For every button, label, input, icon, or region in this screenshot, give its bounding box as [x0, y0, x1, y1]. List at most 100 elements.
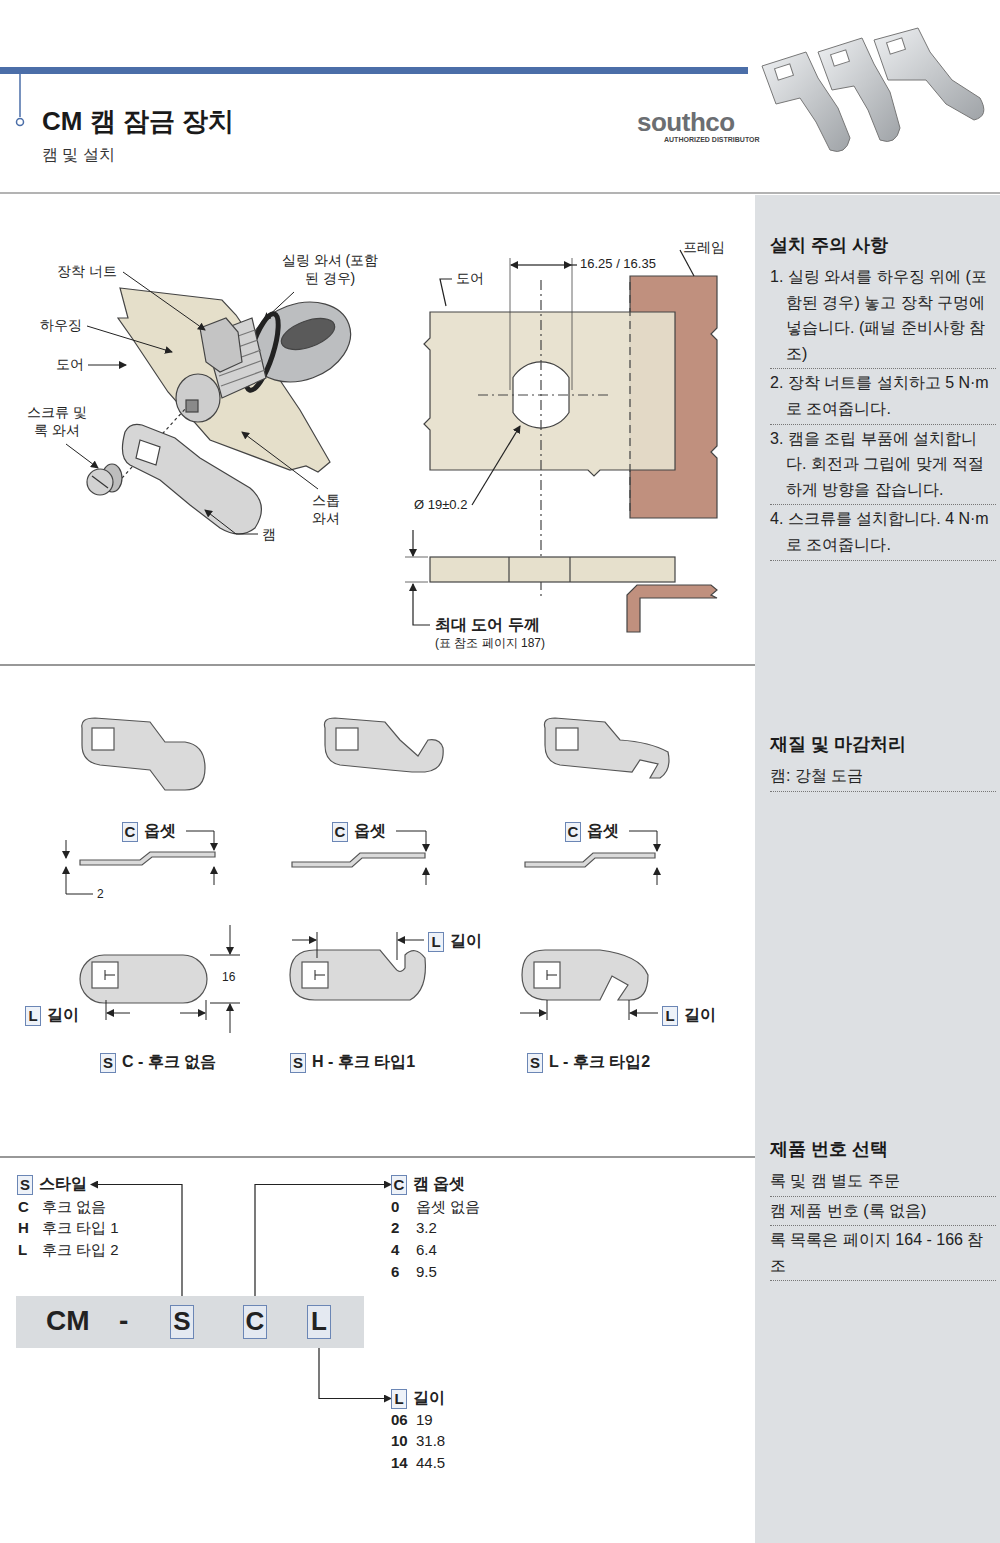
part-label: Ø 19±0.2: [414, 497, 467, 513]
note-item: 1. 실링 와셔를 하우징 위에 (포함된 경우) 놓고 장착 구멍에 넣습니다…: [770, 263, 996, 369]
option-code: H: [18, 1219, 29, 1238]
option-heading: 길이: [684, 1005, 716, 1026]
option-code: 6: [391, 1263, 399, 1282]
option-letter: L: [428, 932, 444, 952]
option-tag: L 길이: [662, 1005, 720, 1026]
option-letter: C: [122, 822, 138, 842]
part-label: 캠 및 설치: [42, 145, 115, 165]
option-heading: 캠 옵셋: [413, 1174, 465, 1195]
option-letter: S: [17, 1175, 33, 1195]
option-code: 3.2: [416, 1219, 437, 1238]
option-tag: L 길이: [391, 1388, 449, 1409]
option-letter: L: [662, 1006, 678, 1026]
option-code: 6.4: [416, 1241, 437, 1260]
option-heading: 스타일: [39, 1174, 87, 1195]
option-tag: C 캠 옵셋: [391, 1174, 469, 1195]
option-code: 31.8: [416, 1432, 445, 1451]
part-label: 스크류 및 록 와셔: [24, 404, 90, 439]
section-heading: 재질 및 마감처리: [770, 732, 996, 756]
option-letter: S: [290, 1053, 306, 1073]
part-label: 하우징: [40, 317, 82, 335]
connector: [255, 1185, 391, 1306]
note-item: 캠 제품 번호 (록 없음): [770, 1197, 996, 1227]
option-tag: S 스타일: [17, 1174, 91, 1195]
option-code: 06: [391, 1411, 408, 1430]
cam-photo: [762, 28, 984, 152]
option-tag: C옵셋: [332, 821, 390, 842]
option-letter: C: [391, 1175, 407, 1195]
option-heading: 길이: [413, 1388, 445, 1409]
dimension-lines: [66, 831, 658, 1033]
option-heading: 옵셋: [354, 821, 386, 842]
code-letter: L: [311, 1306, 327, 1336]
option-code: 2: [391, 1219, 399, 1238]
code-text: CM: [46, 1305, 90, 1337]
option-tag: L 길이: [25, 1005, 83, 1026]
option-code: 0: [391, 1198, 399, 1217]
note-item: 록 목록은 페이지 164 - 166 참조: [770, 1226, 996, 1281]
option-code: 9.5: [416, 1263, 437, 1282]
page-title: CM 캠 잠금 장치: [42, 104, 234, 139]
option-heading: 길이: [47, 1005, 79, 1026]
option-letter: C: [565, 822, 581, 842]
option-code: L: [18, 1241, 27, 1260]
note-item: 캠: 강철 도금: [770, 762, 996, 792]
part-label: 장착 너트: [57, 263, 117, 281]
option-code: 44.5: [416, 1454, 445, 1473]
note-item: 3. 캠을 조립 부품에 설치합니다. 회전과 그립에 맞게 적절하게 방향을 …: [770, 425, 996, 506]
option-heading: 옵셋: [587, 821, 619, 842]
option-code: 14: [391, 1454, 408, 1473]
option-letter: L: [25, 1006, 41, 1026]
part-label: AUTHORIZED DISTRIBUTOR: [664, 136, 760, 145]
option-code: C: [18, 1198, 29, 1217]
part-label: 최대 도어 두께: [435, 615, 540, 635]
header-bar: [0, 67, 748, 74]
option-code: 10: [391, 1432, 408, 1451]
option-code: 옵셋 없음: [416, 1198, 480, 1217]
option-heading: H - 후크 타입1: [312, 1052, 415, 1073]
note-item: 2. 장착 너트를 설치하고 5 N·m로 조여줍니다.: [770, 369, 996, 424]
option-tag: L 길이: [428, 931, 486, 952]
cam-views: [80, 718, 669, 1003]
panel-section: 설치 주의 사항1. 실링 와셔를 하우징 위에 (포함된 경우) 놓고 장착 …: [770, 233, 996, 561]
option-code: 19: [416, 1411, 433, 1430]
leader-lines: [66, 272, 318, 534]
part-label: 2: [97, 887, 104, 902]
code-letter: S: [173, 1306, 190, 1336]
option-code: 후크 타입 2: [42, 1241, 119, 1260]
option-heading: 옵셋: [144, 821, 176, 842]
option-tag: SC - 후크 없음: [100, 1052, 220, 1073]
option-tag: C 옵셋: [122, 821, 180, 842]
option-letter: S: [527, 1053, 543, 1073]
part-number-band: CM- S C L: [16, 1296, 364, 1348]
code-box: L: [307, 1305, 331, 1339]
section-heading: 제품 번호 선택: [770, 1137, 996, 1161]
part-label: 도어: [56, 356, 84, 374]
option-code: 4: [391, 1241, 399, 1260]
part-label: southco: [637, 106, 735, 139]
panel-section: 제품 번호 선택록 및 캠 별도 주문캠 제품 번호 (록 없음)록 목록은 페…: [770, 1137, 996, 1281]
panel-section: 재질 및 마감처리캠: 강철 도금: [770, 732, 996, 792]
part-label: 도어: [456, 270, 484, 288]
part-label: 실링 와셔 (포함된 경우): [275, 252, 385, 287]
side-panel: 설치 주의 사항1. 실링 와셔를 하우징 위에 (포함된 경우) 놓고 장착 …: [755, 195, 1000, 1543]
code-letter: C: [246, 1306, 265, 1336]
option-code: 후크 없음: [42, 1198, 106, 1217]
assembly-drawing: [87, 288, 362, 534]
code-box: S: [170, 1305, 194, 1339]
part-label: 프레임: [683, 239, 725, 257]
part-label: 스톱 와셔: [304, 492, 348, 527]
note-item: 4. 스크류를 설치합니다. 4 N·m 로 조여줍니다.: [770, 505, 996, 560]
note-item: 록 및 캠 별도 주문: [770, 1167, 996, 1197]
option-letter: L: [391, 1389, 407, 1409]
option-letter: S: [100, 1053, 116, 1073]
door-diagram: [405, 250, 717, 632]
part-label: (표 참조 페이지 187): [435, 636, 545, 651]
code-text: -: [119, 1305, 128, 1337]
part-label: 캠: [262, 526, 276, 544]
option-tag: SL - 후크 타입2: [527, 1052, 654, 1073]
option-heading: 길이: [450, 931, 482, 952]
option-tag: S H - 후크 타입1: [290, 1052, 419, 1073]
part-label: 16.25 / 16.35: [580, 256, 656, 272]
